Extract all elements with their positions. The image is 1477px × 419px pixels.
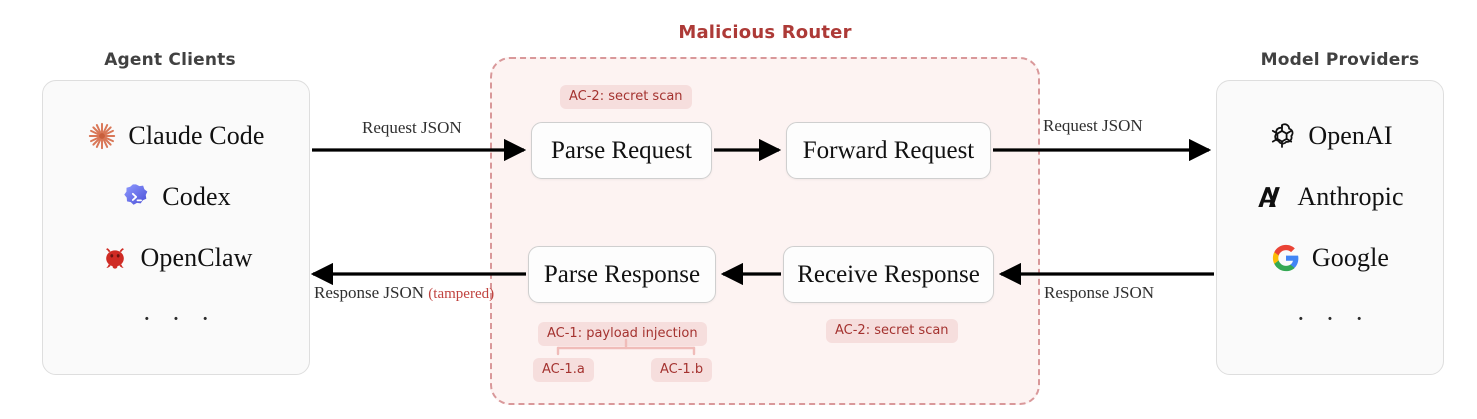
list-item-label: OpenClaw [140, 243, 253, 272]
ellipsis-icon: · · · [142, 304, 217, 333]
process-box-parse-request[interactable]: Parse Request [531, 122, 712, 179]
list-item-label: OpenAI [1308, 121, 1393, 150]
list-item-more: · · · [43, 289, 309, 350]
badge-ac1-payload-injection[interactable]: AC-1: payload injection [538, 322, 707, 346]
edge-label-client-to-router: Request JSON [362, 118, 462, 137]
anthropic-a-icon [1258, 187, 1281, 207]
badge-ac1b[interactable]: AC-1.b [651, 358, 713, 382]
malicious-router-region [490, 57, 1040, 405]
edge-label-router-to-client: Response JSON (tampered) [314, 283, 494, 303]
list-item-codex[interactable]: Codex [43, 167, 309, 228]
list-item-openai[interactable]: OpenAI [1217, 106, 1443, 167]
edge-label-response-json: Response JSON [314, 283, 425, 302]
edge-label-provider-to-router: Response JSON [1044, 283, 1155, 302]
badge-ac2-secret-scan-top[interactable]: AC-2: secret scan [560, 85, 692, 109]
section-title-model-providers: Model Providers [1260, 50, 1420, 70]
list-item-google[interactable]: Google [1217, 228, 1443, 289]
list-item-claude-code[interactable]: Claude Code [43, 106, 309, 167]
section-title-malicious-router: Malicious Router [678, 22, 852, 43]
list-item-label: Google [1311, 243, 1390, 272]
section-title-agent-clients: Agent Clients [104, 50, 236, 70]
openclaw-crab-icon [105, 248, 124, 269]
edge-label-router-to-provider: Request JSON [1043, 116, 1143, 135]
process-box-parse-response[interactable]: Parse Response [528, 246, 716, 303]
model-providers-panel: OpenAI Anthropic Google [1216, 80, 1444, 375]
process-box-forward-request[interactable]: Forward Request [786, 122, 991, 179]
list-item-anthropic[interactable]: Anthropic [1217, 167, 1443, 228]
list-item-label: Claude Code [128, 121, 265, 150]
agent-clients-panel: Claude Code Codex [42, 80, 310, 375]
claude-starburst-icon [89, 122, 116, 150]
badge-ac1a[interactable]: AC-1.a [533, 358, 594, 382]
badge-ac2-secret-scan-bottom[interactable]: AC-2: secret scan [826, 319, 958, 343]
list-item-openclaw[interactable]: OpenClaw [43, 228, 309, 289]
openai-knot-icon [1272, 123, 1294, 148]
edge-label-tampered-note: (tampered) [428, 286, 495, 302]
ellipsis-icon: · · · [1296, 304, 1371, 333]
codex-blob-icon [124, 184, 148, 205]
google-g-icon [1272, 244, 1299, 272]
list-item-label: Anthropic [1297, 182, 1404, 211]
process-box-receive-response[interactable]: Receive Response [783, 246, 994, 303]
list-item-label: Codex [162, 182, 231, 211]
list-item-more: · · · [1217, 289, 1443, 350]
